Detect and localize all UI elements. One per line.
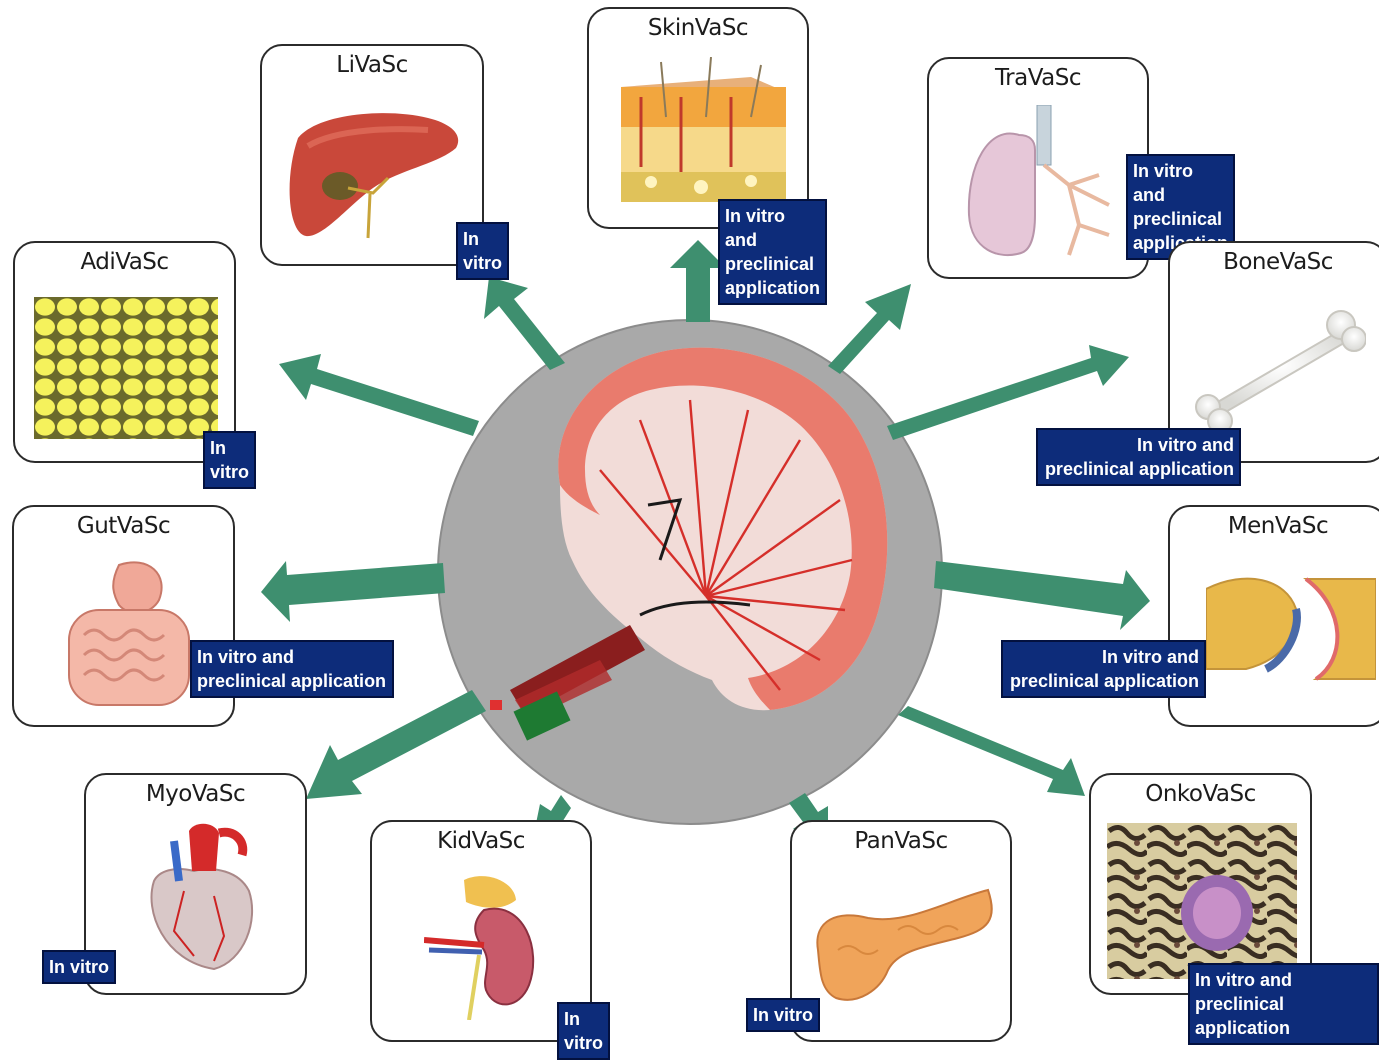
status-badge-onkovasc: In vitro and preclinical application (1188, 963, 1379, 1045)
module-card-myovasc[interactable]: MyoVaSc In vitro (84, 773, 307, 995)
arrow-to-travasc (828, 284, 911, 374)
skin-section-icon (611, 57, 791, 207)
status-badge: In vitro (42, 950, 116, 984)
status-badge: In vitro and preclinical application (718, 199, 827, 305)
bone-icon (1186, 303, 1366, 433)
status-badge: In vitro (203, 431, 256, 489)
module-title: MenVaSc (1170, 513, 1379, 539)
pancreas-icon (808, 880, 998, 1010)
module-card-panvasc[interactable]: PanVaSc In vitro (790, 820, 1012, 1042)
arrow-to-onkovasc (898, 706, 1085, 796)
heart-icon (134, 821, 264, 971)
arrow-to-menvasc (934, 561, 1150, 630)
adipose-tissue-icon (34, 297, 218, 439)
module-title: SkinVaSc (589, 15, 807, 41)
module-title: GutVaSc (14, 513, 233, 539)
status-badge: In vitro (456, 222, 509, 280)
arrow-to-livasc (484, 277, 565, 370)
module-title: BoneVaSc (1170, 249, 1379, 275)
tumor-tissue-icon (1107, 823, 1297, 979)
liver-icon (278, 98, 468, 248)
meniscus-joint-icon (1206, 569, 1376, 689)
module-card-travasc[interactable]: TraVaSc In vitro and preclinical applica… (927, 57, 1149, 279)
intestine-icon (59, 555, 199, 715)
status-badge-bonevasc: In vitro and preclinical application (1036, 428, 1241, 486)
module-card-skinvasc[interactable]: SkinVaSc In vitro and preclinical applic… (587, 7, 809, 229)
module-title: KidVaSc (372, 828, 590, 854)
module-card-kidvasc[interactable]: KidVaSc In vitro (370, 820, 592, 1042)
status-badge-menvasc: In vitro and preclinical application (1001, 640, 1206, 698)
kidney-icon (424, 870, 544, 1020)
module-title: AdiVaSc (15, 249, 234, 275)
arrow-to-myovasc (306, 690, 486, 799)
module-title: OnkoVaSc (1091, 781, 1310, 807)
status-badge: In vitro (746, 998, 820, 1032)
module-title: LiVaSc (262, 52, 482, 78)
module-title: MyoVaSc (86, 781, 305, 807)
lung-trachea-icon (959, 105, 1129, 265)
arrow-to-bonevasc (887, 345, 1129, 440)
arrow-to-gutvasc (261, 561, 445, 622)
status-badge-gutvasc: In vitro and preclinical application (190, 640, 394, 698)
arrow-to-adivasc (279, 354, 479, 436)
module-card-livasc[interactable]: LiVaSc In vitro (260, 44, 484, 266)
status-badge: In vitro (557, 1002, 610, 1060)
module-card-onkovasc[interactable]: OnkoVaSc (1089, 773, 1312, 995)
module-title: PanVaSc (792, 828, 1010, 854)
module-card-adivasc[interactable]: AdiVaSc In vitro (13, 241, 236, 463)
module-title: TraVaSc (929, 65, 1147, 91)
